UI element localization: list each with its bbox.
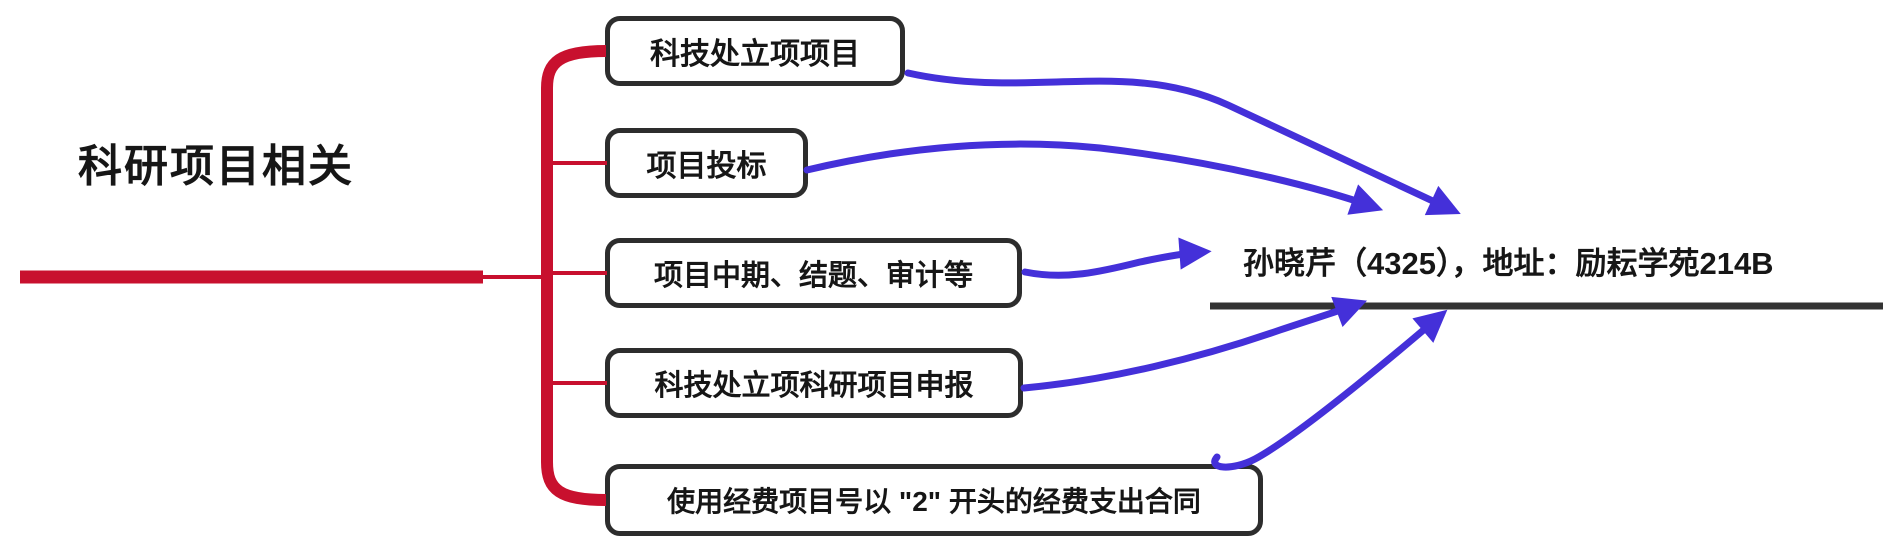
branch-node-science-dept-projects[interactable]: 科技处立项项目 bbox=[605, 16, 905, 86]
branch-node-label: 科技处立项科研项目申报 bbox=[654, 370, 974, 402]
contact-node-label[interactable]: 孙晓芹（4325），地址：励耘学苑214B bbox=[1243, 246, 1774, 281]
branch-node-funding-contract[interactable]: 使用经费项目号以 "2" 开头的经费支出合同 bbox=[605, 464, 1263, 536]
branch-node-label: 科技处立项项目 bbox=[650, 38, 860, 71]
arrow-box5-to-contact bbox=[1211, 309, 1448, 471]
branch-node-midterm-conclusion-audit[interactable]: 项目中期、结题、审计等 bbox=[605, 238, 1022, 308]
branch-node-research-project-application[interactable]: 科技处立项科研项目申报 bbox=[605, 348, 1023, 418]
branch-node-project-bidding[interactable]: 项目投标 bbox=[605, 128, 808, 198]
branch-spine bbox=[541, 45, 607, 506]
arrow-box2-to-contact bbox=[803, 140, 1384, 215]
branch-node-label: 使用经费项目号以 "2" 开头的经费支出合同 bbox=[667, 486, 1201, 517]
arrow-box4-to-contact bbox=[1020, 296, 1368, 392]
branch-node-label: 项目中期、结题、审计等 bbox=[653, 260, 973, 292]
arrow-box1-to-contact bbox=[904, 69, 1461, 216]
arrow-box3-to-contact bbox=[1021, 237, 1212, 279]
branch-node-label: 项目投标 bbox=[646, 150, 767, 183]
root-topic-label[interactable]: 科研项目相关 bbox=[78, 142, 354, 191]
